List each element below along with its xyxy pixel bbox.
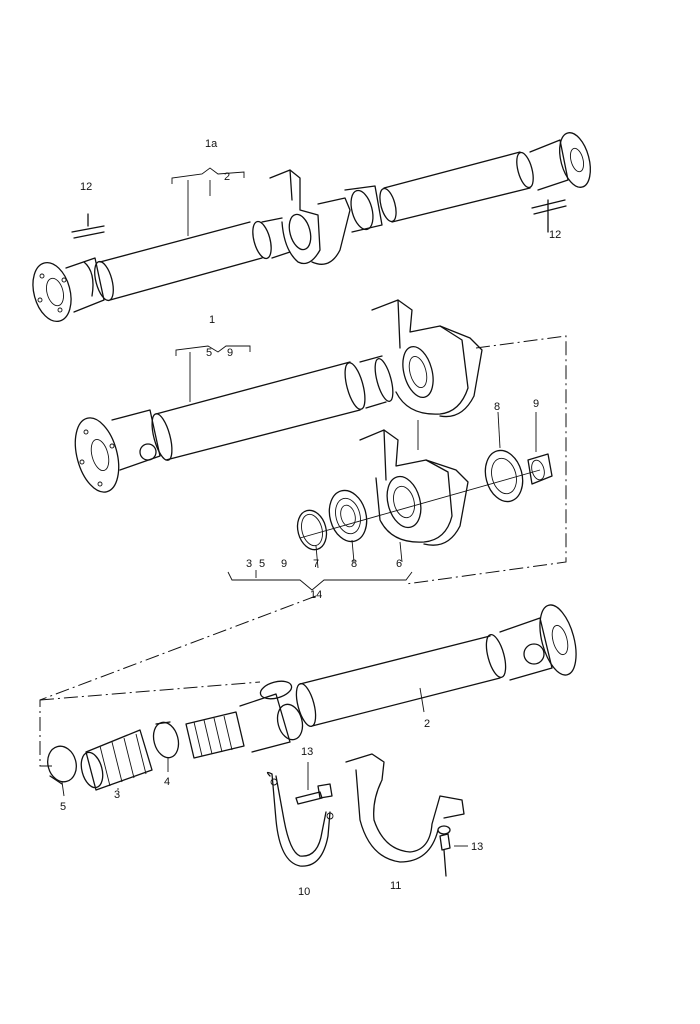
callout-1: 1 [209, 314, 215, 326]
callout-12-right: 12 [549, 229, 561, 241]
callout-8-upper: 8 [494, 401, 500, 413]
callout-2-bottom: 2 [424, 718, 430, 730]
callout-7: 7 [313, 558, 319, 570]
callout-9-washer: 9 [533, 398, 539, 410]
callout-14: 14 [310, 589, 322, 601]
callout-3-kit: 3 [246, 558, 252, 570]
callout-2-top: 2 [224, 171, 230, 183]
callout-5-kit: 5 [259, 558, 265, 570]
callout-9-mid: 9 [227, 347, 233, 359]
boot-kit [47, 721, 180, 797]
brackets [266, 753, 468, 877]
callout-9-kit: 9 [281, 558, 287, 570]
callout-5-clamp: 5 [60, 801, 66, 813]
callout-4-clamp: 4 [164, 776, 170, 788]
center-bearing-kit-14 [227, 411, 553, 591]
callout-11: 11 [390, 880, 401, 892]
callout-13-top: 13 [301, 746, 313, 758]
callout-13-right: 13 [471, 841, 483, 853]
callout-6: 6 [396, 558, 402, 570]
assembly-link-line [39, 335, 567, 767]
callout-12-left: 12 [80, 181, 92, 193]
callout-1a: 1a [205, 138, 218, 150]
callout-8-lower: 8 [351, 558, 357, 570]
shaft-assembly-2 [185, 604, 577, 759]
shaft-assembly-1a [32, 132, 591, 322]
shaft-assembly-1 [74, 299, 483, 493]
callout-3-boot: 3 [114, 789, 120, 801]
callout-10: 10 [298, 886, 310, 898]
callout-5-mid: 5 [206, 347, 212, 359]
